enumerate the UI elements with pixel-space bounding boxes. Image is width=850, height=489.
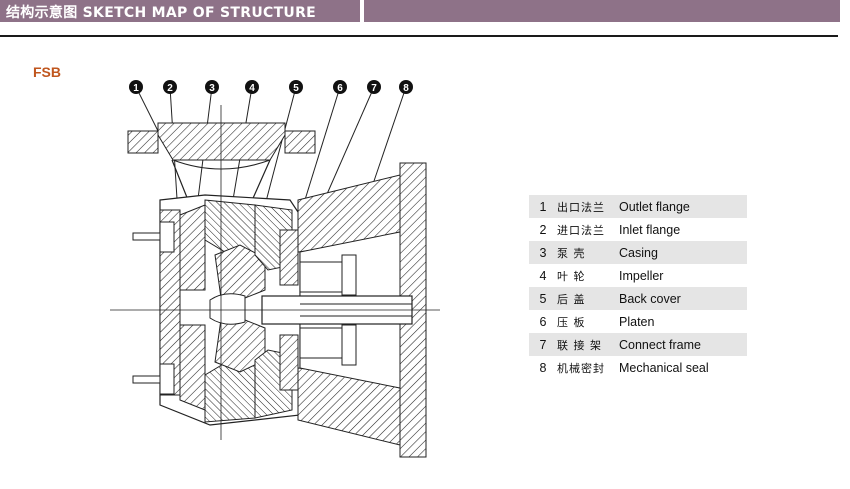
legend-row: 6 压 板 Platen — [529, 310, 747, 333]
legend-row: 4 叶 轮 Impeller — [529, 264, 747, 287]
page-title: 结构示意图 SKETCH MAP OF STRUCTURE — [6, 5, 317, 21]
part-name-zh: 后 盖 — [557, 287, 619, 310]
part-number: 3 — [529, 241, 557, 264]
callout-7: 7 — [367, 80, 381, 94]
legend-row: 8 机械密封 Mechanical seal — [529, 356, 747, 379]
part-number: 8 — [539, 360, 547, 375]
platen — [279, 229, 299, 391]
svg-text:5: 5 — [293, 83, 299, 94]
model-label: FSB — [33, 64, 61, 80]
part-number: 2 — [539, 222, 547, 237]
legend-row: 7 联 接 架 Connect frame — [529, 333, 747, 356]
part-number: 6 — [539, 314, 547, 329]
header-divider — [0, 35, 838, 37]
part-number: 5 — [529, 287, 557, 310]
svg-text:2: 2 — [167, 83, 173, 94]
part-name-zh: 机械密封 — [557, 361, 605, 375]
callout-2: 2 — [163, 80, 177, 94]
outlet-flange — [127, 122, 316, 170]
parts-legend: 1 出口法兰 Outlet flange 2 进口法兰 Inlet flange… — [529, 195, 747, 379]
part-name-zh: 出口法兰 — [557, 195, 619, 218]
part-number: 7 — [529, 333, 557, 356]
header-bar: 结构示意图 SKETCH MAP OF STRUCTURE — [0, 0, 850, 22]
part-number: 4 — [539, 268, 547, 283]
impeller — [209, 244, 266, 373]
mechanical-seal — [299, 254, 357, 366]
part-name-zh: 联 接 架 — [557, 333, 619, 356]
callout-1: 1 — [129, 80, 143, 94]
callout-3: 3 — [205, 80, 219, 94]
part-name-zh: 叶 轮 — [557, 269, 586, 283]
part-name-zh: 压 板 — [557, 315, 586, 329]
part-name-en: Inlet flange — [619, 222, 681, 237]
header-bar-right — [364, 0, 840, 22]
pump-structure-diagram: 1 2 3 4 5 6 7 8 — [110, 80, 440, 458]
inlet-flange — [132, 221, 175, 395]
part-name-en: Platen — [619, 314, 655, 329]
callout-8: 8 — [399, 80, 413, 94]
part-name-en: Back cover — [619, 287, 747, 310]
part-name-en: Casing — [619, 241, 747, 264]
svg-text:3: 3 — [209, 83, 215, 94]
legend-row: 3 泵 壳 Casing — [529, 241, 747, 264]
svg-text:8: 8 — [403, 83, 409, 94]
part-number: 1 — [529, 195, 557, 218]
callout-leaders — [135, 86, 407, 276]
legend-row: 1 出口法兰 Outlet flange — [529, 195, 747, 218]
svg-text:1: 1 — [133, 83, 139, 94]
svg-text:6: 6 — [337, 83, 343, 94]
callout-badges: 1 2 3 4 5 6 7 8 — [129, 80, 413, 94]
part-name-en: Mechanical seal — [619, 360, 709, 375]
callout-4: 4 — [245, 80, 259, 94]
svg-text:4: 4 — [249, 83, 255, 94]
part-name-zh: 泵 壳 — [557, 241, 619, 264]
part-name-en: Connect frame — [619, 333, 747, 356]
callout-6: 6 — [333, 80, 347, 94]
callout-5: 5 — [289, 80, 303, 94]
part-name-en: Impeller — [619, 268, 664, 283]
legend-row: 5 后 盖 Back cover — [529, 287, 747, 310]
header-title-block: 结构示意图 SKETCH MAP OF STRUCTURE — [0, 0, 360, 22]
part-name-zh: 进口法兰 — [557, 223, 605, 237]
part-name-en: Outlet flange — [619, 195, 747, 218]
legend-row: 2 进口法兰 Inlet flange — [529, 218, 747, 241]
svg-text:7: 7 — [371, 83, 377, 94]
